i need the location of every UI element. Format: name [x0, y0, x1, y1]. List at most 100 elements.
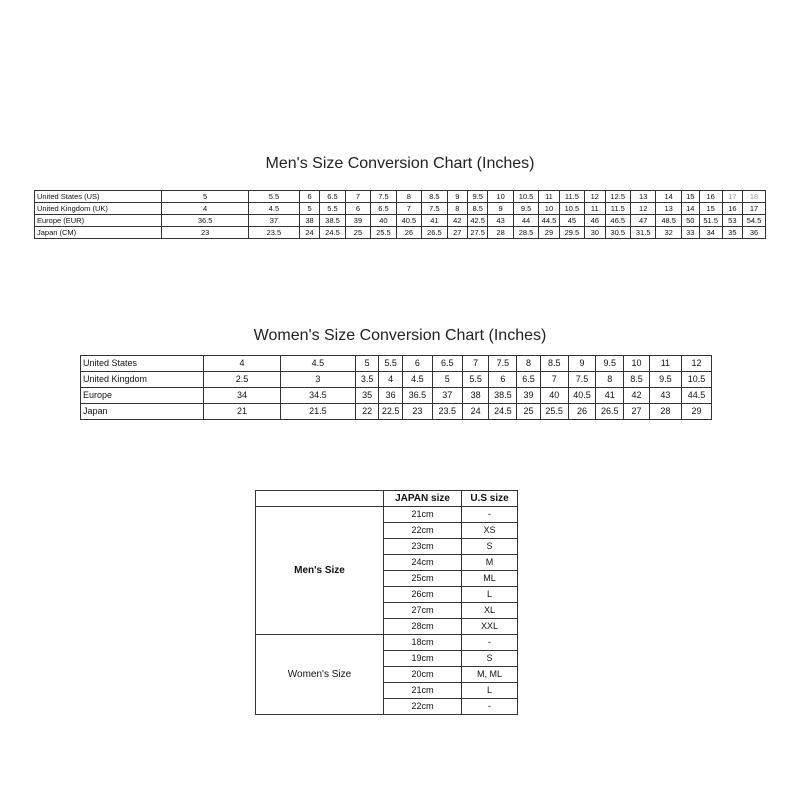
japan-size-cell: 22cm: [383, 522, 462, 539]
table-cell: 33: [680, 226, 700, 239]
us-size-cell: XS: [461, 522, 518, 539]
table-cell: 18: [742, 190, 766, 203]
us-size-header: U.S size: [461, 490, 518, 507]
table-cell: 10: [623, 355, 650, 372]
table-cell: 8.5: [421, 190, 448, 203]
table-cell: 8: [446, 202, 468, 215]
table-cell: 43: [487, 214, 514, 227]
table-cell: 28: [648, 403, 682, 420]
table-cell: 44: [512, 214, 540, 227]
table-cell: 35: [354, 387, 380, 404]
table-cell: 14: [655, 190, 682, 203]
table-cell: 25.5: [539, 403, 569, 420]
table-cell: 4.5: [247, 202, 300, 215]
table-cell: 41: [421, 214, 448, 227]
table-row: 22cm-: [256, 698, 518, 715]
us-size-cell: S: [461, 650, 518, 667]
table-cell: 9: [567, 355, 597, 372]
table-cell: 3.5: [354, 371, 380, 388]
table-cell: 45: [558, 214, 586, 227]
table-cell: 22.5: [378, 403, 403, 420]
table-cell: 4.5: [401, 371, 433, 388]
table-cell: 34.5: [279, 387, 356, 404]
table-cell: 4: [378, 371, 403, 388]
table-cell: 8: [595, 371, 625, 388]
table-cell: 5.5: [247, 190, 300, 203]
table-cell: 29: [538, 226, 560, 239]
table-cell: 23: [401, 403, 433, 420]
table-cell: 29: [680, 403, 713, 420]
japan-size-cell: 19cm: [383, 650, 462, 667]
table-cell: 15: [680, 190, 700, 203]
table-cell: 25: [516, 403, 541, 420]
table-cell: 15: [698, 202, 723, 215]
table-cell: 9.5: [466, 190, 489, 203]
table-cell: 31.5: [629, 226, 657, 239]
table-cell: 6: [488, 371, 518, 388]
table-cell: 30: [584, 226, 606, 239]
japan-size-cell: 20cm: [383, 666, 462, 683]
table-cell: 6.5: [370, 202, 397, 215]
table-cell: 40.5: [395, 214, 423, 227]
table-cell: 24: [298, 226, 321, 239]
table-cell: 16: [698, 190, 723, 203]
table-cell: 7.5: [370, 190, 397, 203]
table-cell: 10.5: [680, 371, 713, 388]
table-cell: 21.5: [279, 403, 356, 420]
us-size-cell: ML: [461, 570, 518, 587]
table-cell: 9: [446, 190, 468, 203]
us-size-cell: M: [461, 554, 518, 571]
japan-size-cell: 28cm: [383, 618, 462, 635]
table-cell: 38.5: [488, 387, 518, 404]
table-cell: 17: [721, 190, 744, 203]
row-label: United Kingdom (UK): [33, 202, 163, 215]
table-cell: 23: [161, 226, 249, 239]
table-cell: 5.5: [319, 202, 346, 215]
table-cell: 13: [629, 190, 657, 203]
table-cell: 38: [461, 387, 490, 404]
japan-size-cell: 22cm: [383, 698, 462, 715]
men-chart-title: Men's Size Conversion Chart (Inches): [265, 155, 535, 172]
table-cell: 27.5: [466, 226, 489, 239]
table-cell: 50: [680, 214, 700, 227]
table-cell: 27: [623, 403, 650, 420]
table-cell: 8: [516, 355, 541, 372]
japan-size-cell: 23cm: [383, 538, 462, 555]
table-cell: 7: [539, 371, 569, 388]
table-cell: 47: [629, 214, 657, 227]
table-cell: 42: [623, 387, 650, 404]
table-cell: 11: [538, 190, 560, 203]
japan-size-cell: 21cm: [383, 506, 462, 523]
table-cell: 7: [395, 202, 423, 215]
table-cell: 28.5: [512, 226, 540, 239]
us-size-cell: L: [461, 682, 518, 699]
mens-size-group-label: Men's Size: [255, 506, 384, 635]
table-cell: 11.5: [604, 202, 631, 215]
table-cell: 24.5: [488, 403, 518, 420]
japan-size-cell: 24cm: [383, 554, 462, 571]
table-cell: 5.5: [378, 355, 403, 372]
table-cell: 7.5: [488, 355, 518, 372]
table-cell: 6.5: [516, 371, 541, 388]
table-cell: 5: [161, 190, 249, 203]
table-cell: 39: [344, 214, 372, 227]
table-cell: 12: [680, 355, 713, 372]
table-cell: 42: [446, 214, 468, 227]
table-cell: 53: [721, 214, 744, 227]
table-cell: 3: [279, 371, 356, 388]
table-cell: 5: [354, 355, 380, 372]
table-cell: 9: [487, 202, 514, 215]
table-cell: 10: [487, 190, 514, 203]
table-cell: 2.5: [202, 371, 281, 388]
table-cell: 36: [378, 387, 403, 404]
